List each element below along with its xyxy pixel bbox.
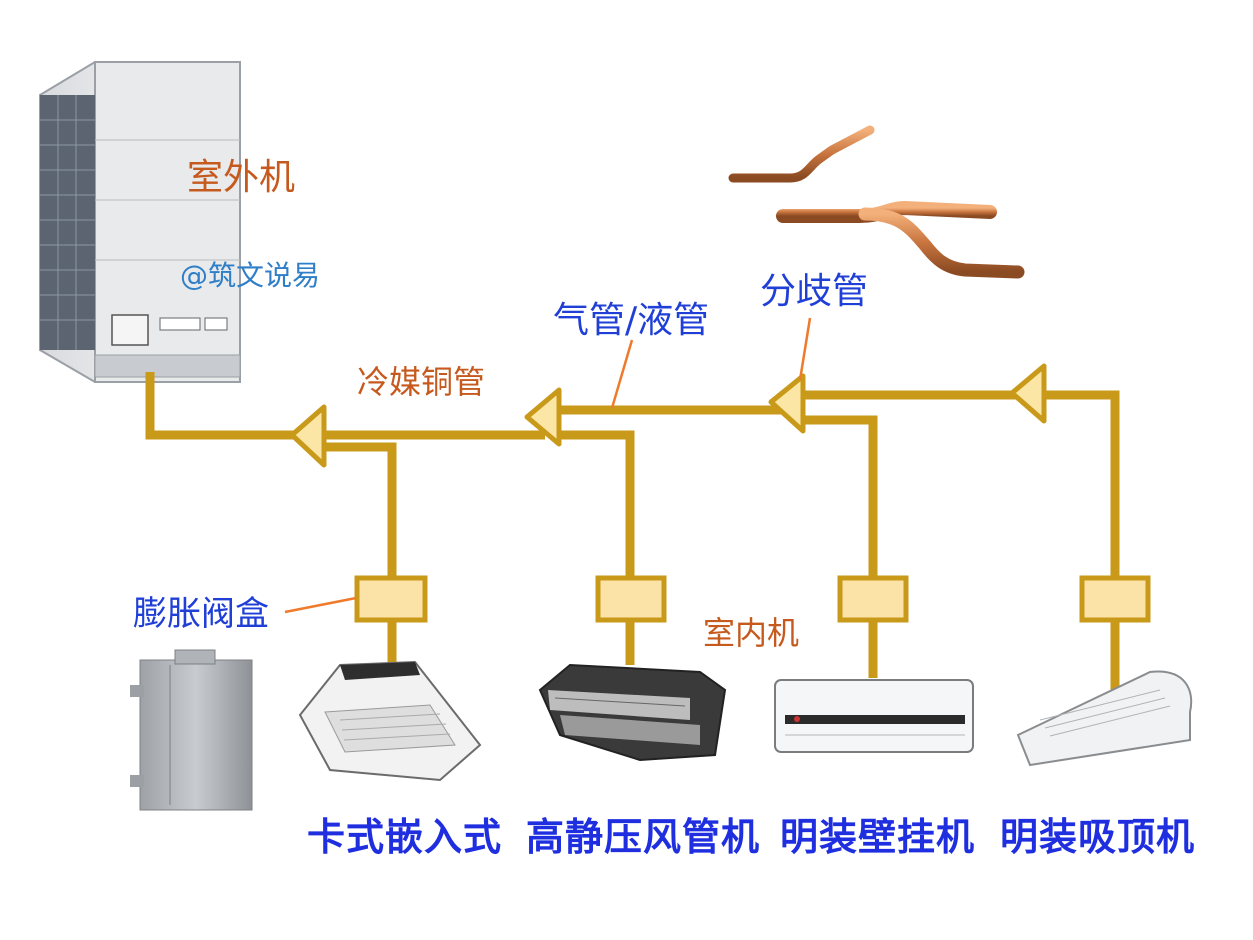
ceiling-unit-image [1016,670,1193,767]
leader-lines [284,317,812,614]
branch-pipe-label: 分歧管 [760,271,869,312]
copper-branch-pipe-image [728,125,1025,279]
expansion-valve-boxes [354,575,1151,623]
branch-joint-1 [289,404,327,468]
cassette-unit-image [298,660,482,782]
indoor-unit-name-ceiling: 明装吸顶机 [1000,815,1196,859]
branch-joint-4 [1009,363,1047,424]
refrigerant-pipe-label: 冷媒铜管 [357,363,486,401]
branch-pipe-joints [289,363,1047,468]
valve-box-3 [837,575,909,623]
valve-box-2 [595,575,667,623]
valve-box-1 [354,575,428,623]
gas-liquid-pipe-label: 气管/液管 [553,300,710,341]
outdoor-unit-label: 室外机 [187,157,296,198]
wall-unit-image [774,679,974,753]
indoor-unit-name-cassette: 卡式嵌入式 [307,815,503,859]
branch-joint-2 [524,387,562,447]
expansion-valve-box-label: 膨胀阀盒 [133,594,269,634]
ducted-unit-image [538,663,727,762]
indoor-unit-name-wall: 明装壁挂机 [780,815,976,859]
indoor-unit-name-ducted: 高静压风管机 [526,815,761,859]
indoor-unit-label: 室内机 [703,614,800,652]
outdoor-unit-image [39,61,241,384]
valve-box-4 [1079,575,1151,623]
expansion-valve-box-image [130,649,253,811]
refrigerant-pipe-network [145,372,1120,690]
watermark-label: @筑文说易 [180,259,321,292]
branch-joint-3 [768,373,806,434]
